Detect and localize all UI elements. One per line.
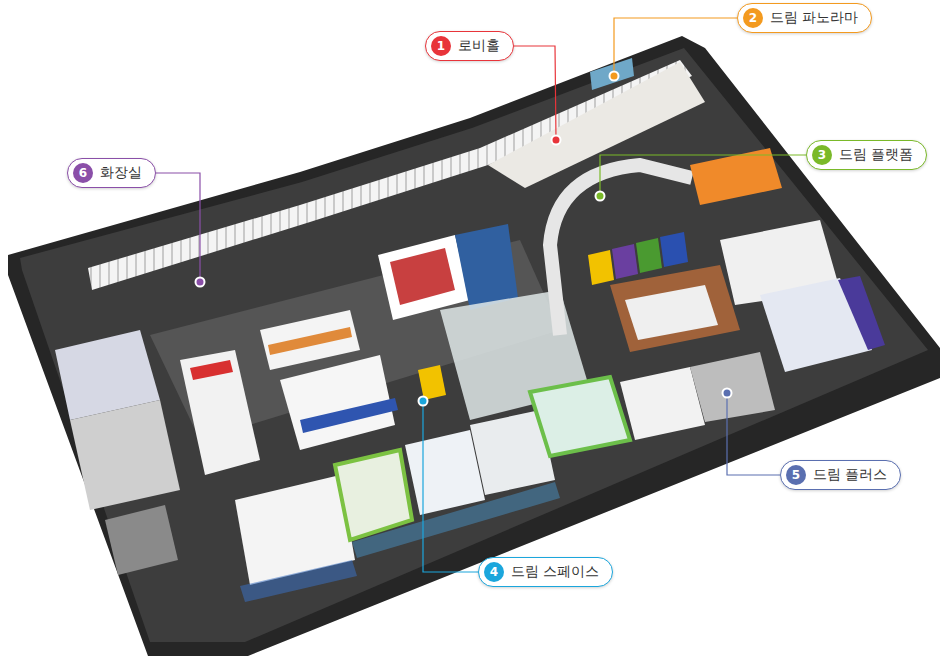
room-accent [268, 327, 352, 355]
leader-line [514, 46, 556, 140]
callout-label: 드림 플랫폼 [839, 146, 913, 164]
room-yellow [588, 250, 614, 285]
callout-label: 드림 플러스 [813, 466, 887, 484]
room-brown [610, 265, 740, 352]
room-red [390, 248, 455, 305]
leader-line [600, 155, 806, 196]
room-yellow-accent [418, 365, 446, 400]
room [690, 352, 775, 422]
callout-number: 6 [73, 163, 93, 183]
location-dot [596, 192, 605, 201]
floor [20, 48, 928, 642]
room-purple [612, 244, 638, 279]
room [70, 400, 180, 510]
location-dot [419, 397, 428, 406]
room [405, 430, 485, 515]
location-dot [723, 389, 732, 398]
room-green [335, 450, 412, 540]
callout-number: 4 [484, 562, 504, 582]
leader-line [727, 393, 780, 475]
leader-line [423, 401, 478, 572]
room [260, 310, 360, 370]
glass-front [240, 560, 357, 602]
room [378, 235, 470, 320]
room [625, 285, 718, 340]
glass-front [352, 482, 560, 558]
room-purple [838, 276, 885, 350]
room [180, 350, 260, 475]
callout-number: 5 [786, 465, 806, 485]
callout-label: 드림 파노라마 [770, 9, 858, 27]
callout-number: 3 [812, 145, 832, 165]
callout-pill: 2 드림 파노라마 [737, 3, 872, 33]
panorama-screen [590, 58, 634, 90]
callout-number: 2 [743, 8, 763, 28]
room-green [530, 377, 630, 456]
room-orange [690, 148, 782, 205]
callout-pill: 5 드림 플러스 [780, 460, 901, 490]
location-dot [552, 136, 561, 145]
callout-pill: 3 드림 플랫폼 [806, 140, 927, 170]
callout-label: 로비홀 [458, 37, 500, 55]
leader-line [156, 173, 200, 282]
room-blue [455, 224, 518, 310]
room-blue [660, 232, 688, 267]
stair-block [105, 505, 178, 575]
location-dot [610, 72, 619, 81]
room [620, 367, 705, 440]
room-accent [300, 398, 398, 433]
callout-number: 1 [431, 36, 451, 56]
callout-pill: 4 드림 스페이스 [478, 557, 613, 587]
room-green [636, 238, 662, 273]
callout-pill: 1 로비홀 [425, 31, 514, 61]
leader-line [614, 18, 737, 76]
callout-label: 드림 스페이스 [511, 563, 599, 581]
location-dot [196, 278, 205, 287]
callout-pill: 6 화장실 [67, 158, 156, 188]
leader-layer [156, 18, 806, 572]
building-slab [8, 36, 940, 656]
room-accent [190, 360, 233, 380]
callout-label: 화장실 [100, 164, 142, 182]
